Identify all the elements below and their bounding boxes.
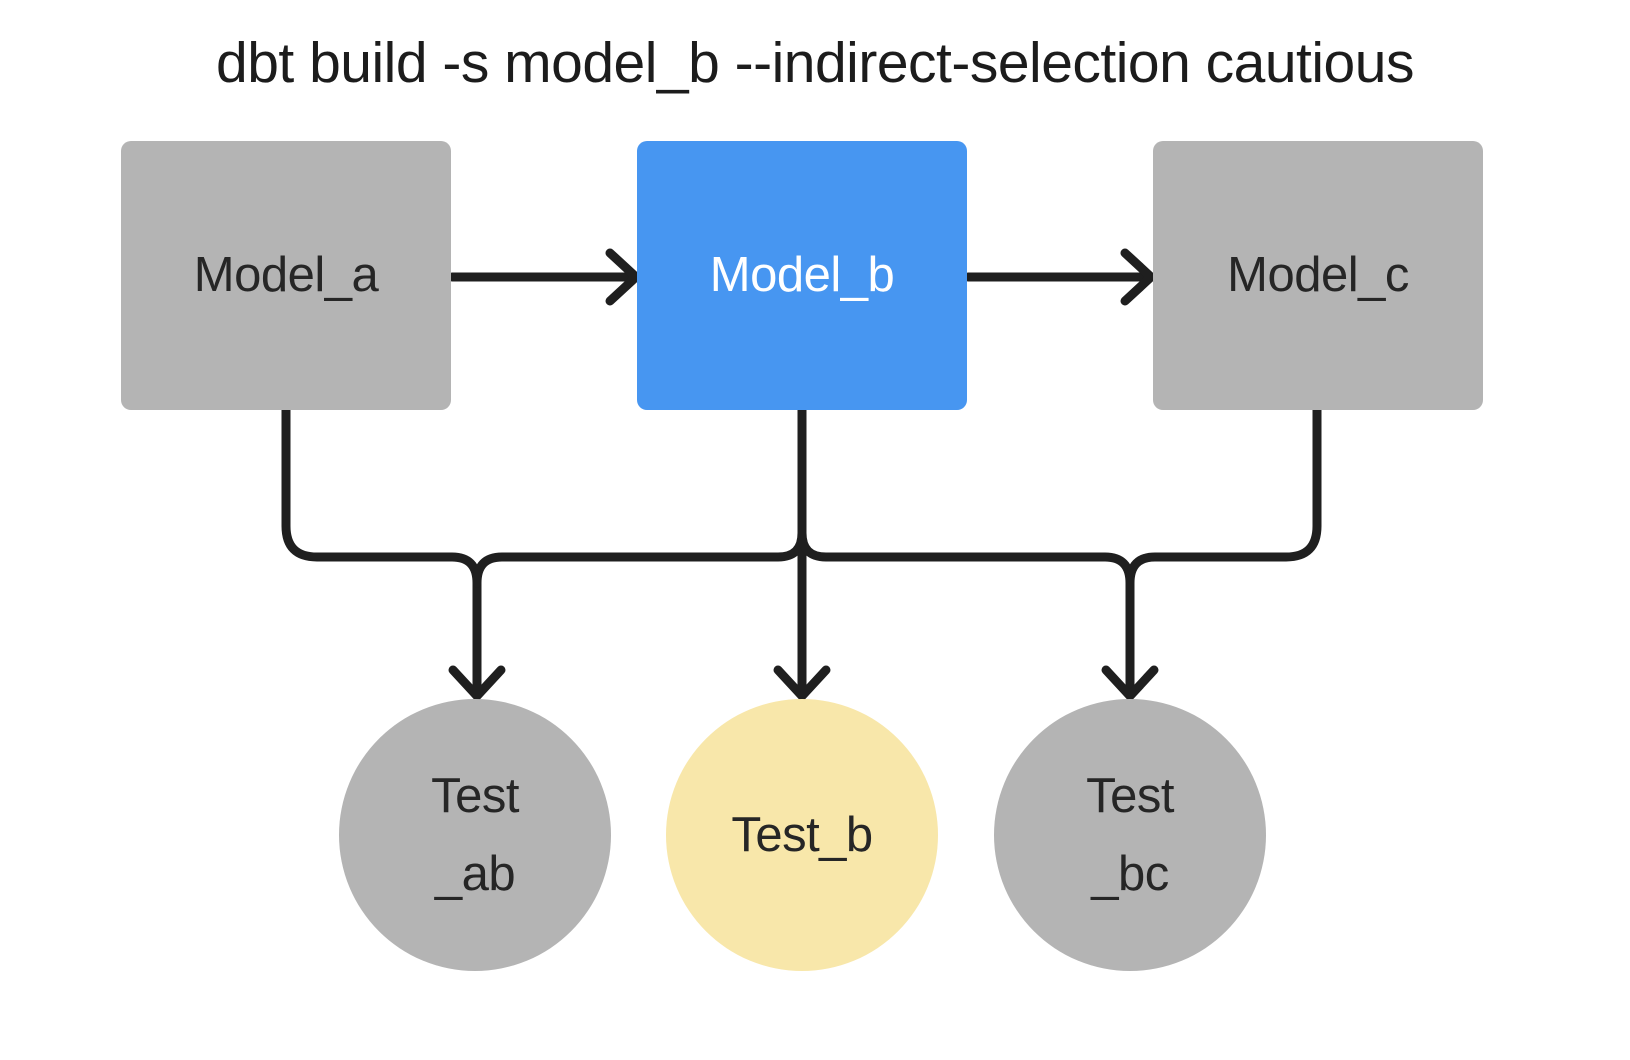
node-test-b: Test_b bbox=[666, 699, 938, 971]
node-model-a-label: Model_a bbox=[193, 248, 379, 303]
node-model-c: Model_c bbox=[1153, 141, 1483, 410]
node-model-b-label: Model_b bbox=[709, 248, 895, 303]
node-test-b-label: Test_b bbox=[731, 807, 873, 862]
diagram-title: dbt build -s model_b --indirect-selectio… bbox=[216, 31, 1414, 95]
arrowhead-test-bc bbox=[1101, 665, 1159, 701]
node-model-a: Model_a bbox=[121, 141, 451, 410]
arrowhead-test-b bbox=[773, 665, 831, 701]
node-test-ab-label: Test _ab bbox=[431, 768, 519, 901]
edge-model-a-to-test-ab bbox=[281, 405, 482, 699]
node-model-c-label: Model_c bbox=[1227, 248, 1409, 303]
edge-model-b-to-test-ab bbox=[472, 405, 807, 588]
node-test-bc: Test _bc bbox=[994, 699, 1266, 971]
arrowhead-test-ab bbox=[448, 665, 506, 701]
node-model-b: Model_b bbox=[637, 141, 967, 410]
edge-model-b-to-test-bc bbox=[797, 405, 1135, 588]
node-test-ab: Test _ab bbox=[339, 699, 611, 971]
node-test-bc-label: Test _bc bbox=[1086, 768, 1174, 901]
edge-model-a-to-model-b bbox=[447, 248, 641, 306]
edge-model-b-to-model-c bbox=[963, 248, 1156, 306]
edge-model-c-to-test-bc bbox=[1125, 405, 1322, 699]
